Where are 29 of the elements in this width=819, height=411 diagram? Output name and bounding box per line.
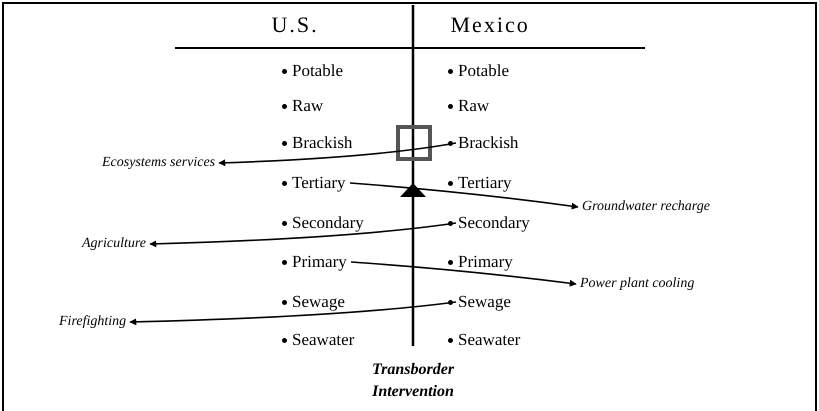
arrow: [149, 222, 456, 248]
list-item: Tertiary: [292, 173, 346, 193]
list-item: Secondary: [292, 213, 364, 233]
list-item: Raw: [458, 96, 490, 116]
list-item: Seawater: [292, 330, 354, 350]
use-label: Agriculture: [82, 234, 146, 254]
arrow: [350, 261, 577, 287]
list-item: Secondary: [458, 213, 530, 233]
list-item: Sewage: [292, 292, 345, 312]
arrow: [129, 301, 456, 326]
column-heading: U.S.: [272, 12, 319, 38]
use-label: Power plant cooling: [580, 274, 694, 294]
use-label: Firefighting: [59, 312, 126, 332]
use-label: Groundwater recharge: [582, 197, 710, 217]
use-label: Ecosystems services: [102, 153, 216, 173]
list-item: Primary: [458, 252, 513, 272]
column-heading: Mexico: [450, 12, 530, 38]
list-item: Sewage: [458, 292, 511, 312]
list-item: Tertiary: [458, 173, 512, 193]
list-item: Brackish: [458, 133, 518, 153]
list-item: Potable: [292, 61, 343, 81]
line-caption: Transborder Intervention: [370, 360, 456, 402]
list-item: Seawater: [458, 330, 520, 350]
arrow: [218, 142, 456, 166]
list-item: Potable: [458, 61, 509, 81]
list-item: Brackish: [292, 133, 352, 153]
list-item: Primary: [292, 252, 347, 272]
arrow: [350, 182, 579, 210]
list-item: Raw: [292, 96, 324, 116]
